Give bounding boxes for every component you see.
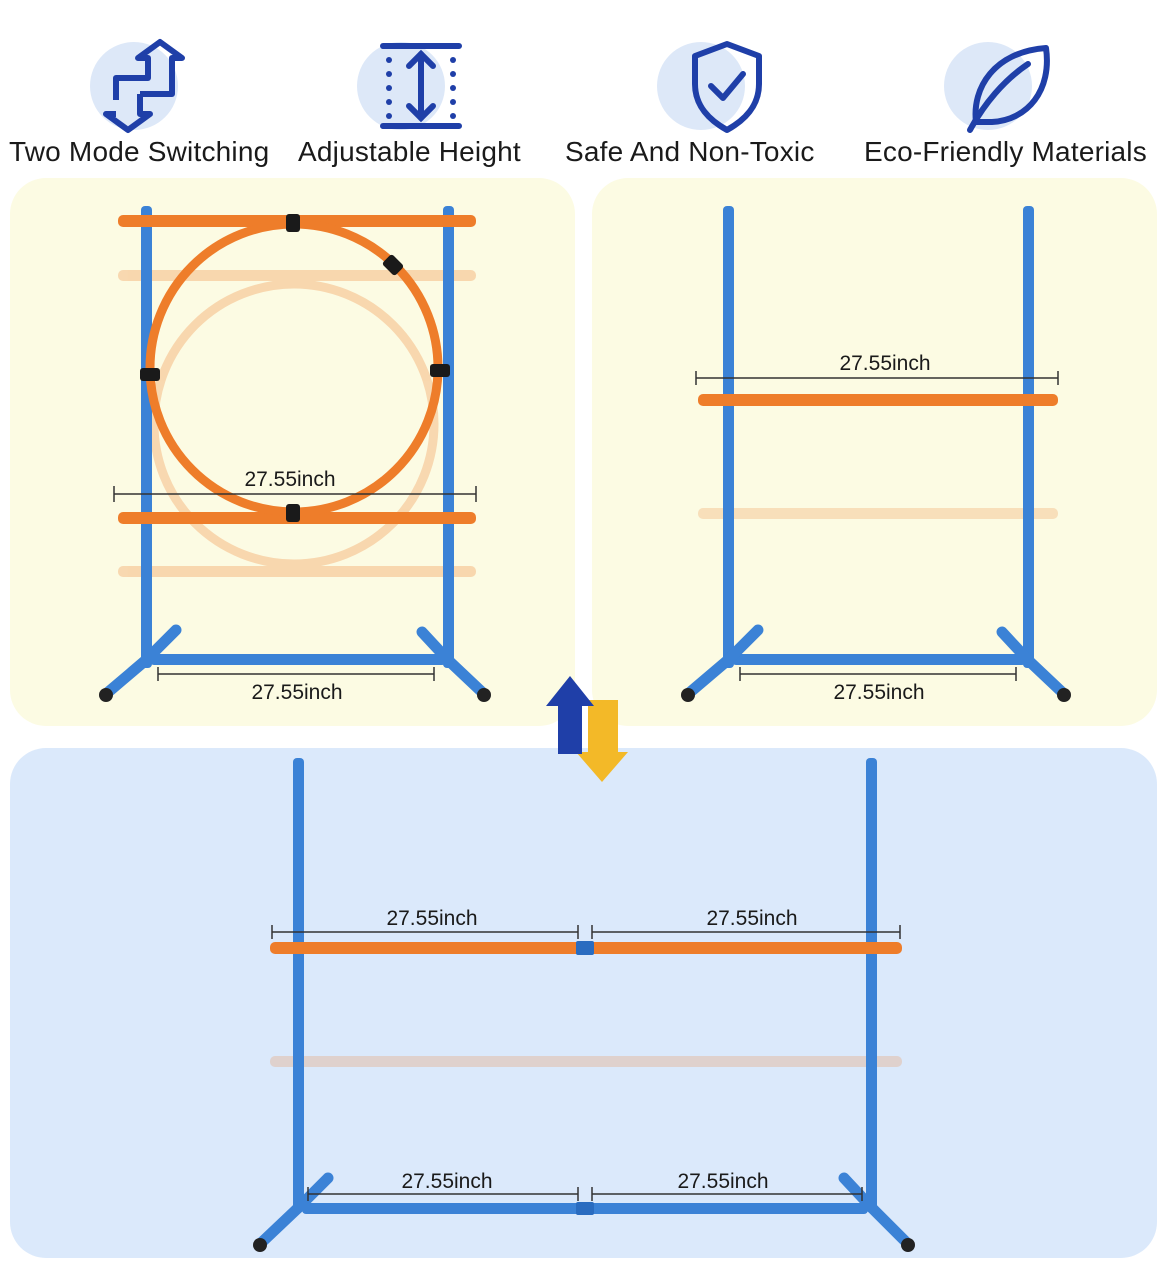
feature-two-mode: Two Mode Switching bbox=[0, 0, 285, 175]
switch-arrows-icon bbox=[546, 676, 628, 782]
feature-eco: Eco-Friendly Materials bbox=[860, 0, 1160, 175]
wide-base-right-width: 27.55inch bbox=[677, 1170, 768, 1193]
shield-check-icon bbox=[657, 41, 762, 133]
feature-label: Two Mode Switching bbox=[9, 136, 270, 167]
mode-switch-icon bbox=[90, 39, 185, 133]
hoop-jump-illustration: 27.55inch 27.55inch bbox=[99, 206, 491, 704]
wide-bar-right-width: 27.55inch bbox=[706, 907, 797, 930]
hoop-mode-panel: 27.55inch 27.55inch bbox=[10, 178, 575, 726]
ghost-lower-position bbox=[118, 270, 476, 577]
feature-label: Safe And Non-Toxic bbox=[565, 136, 815, 167]
hurdle-mode-panel: 27.55inch 27.55inch bbox=[592, 178, 1157, 726]
feature-strip: Two Mode Switching Adjustable Height Sa bbox=[0, 0, 1174, 175]
feature-adjustable: Adjustable Height bbox=[290, 0, 550, 175]
hoop-base-width: 27.55inch bbox=[251, 681, 342, 704]
extended-hurdle-illustration: 27.55inch 27.55inch 27.55inch 27.55inch bbox=[253, 758, 915, 1252]
wide-base-left-width: 27.55inch bbox=[401, 1170, 492, 1193]
leaf-icon bbox=[944, 42, 1050, 133]
extended-hurdle-panel: 27.55inch 27.55inch 27.55inch 27.55inch bbox=[10, 748, 1157, 1258]
hoop-bar-width: 27.55inch bbox=[244, 468, 335, 491]
height-adjust-icon bbox=[357, 42, 462, 130]
hurdle-bar-width: 27.55inch bbox=[839, 352, 930, 375]
hurdle-jump-illustration: 27.55inch 27.55inch bbox=[681, 206, 1071, 704]
wide-bar-left-width: 27.55inch bbox=[386, 907, 477, 930]
feature-label: Eco-Friendly Materials bbox=[864, 136, 1147, 167]
feature-label: Adjustable Height bbox=[298, 136, 521, 167]
feature-safe: Safe And Non-Toxic bbox=[560, 0, 845, 175]
hurdle-base-width: 27.55inch bbox=[833, 681, 924, 704]
